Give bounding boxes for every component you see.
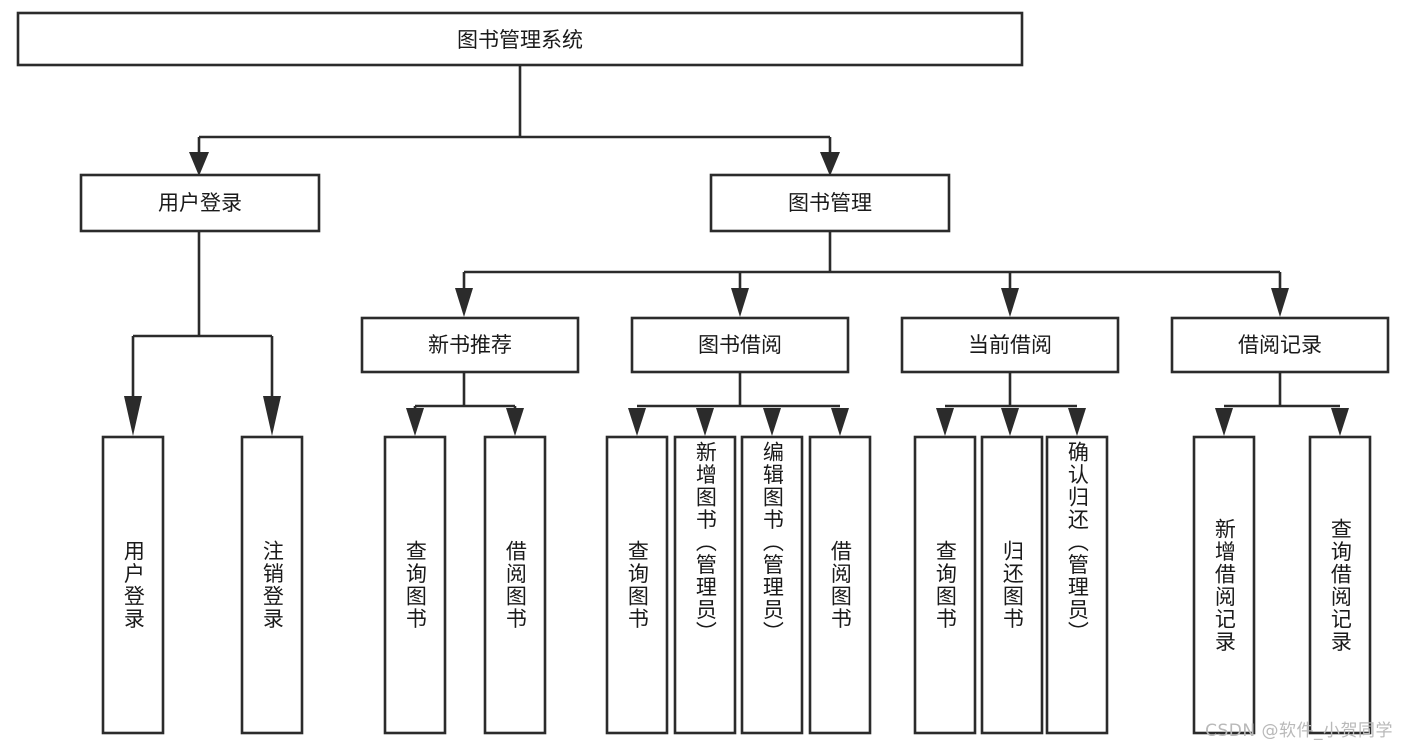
arrowhead-leaf-user-login bbox=[124, 396, 142, 436]
leaf-box-edit-book[interactable] bbox=[740, 435, 804, 735]
node-borrow-record-label: 借阅记录 bbox=[1238, 333, 1322, 357]
node-book-borrow-box[interactable] bbox=[630, 316, 850, 374]
node-user-login[interactable]: 用户登录 bbox=[79, 173, 321, 233]
arrowhead-leaf-query-book-2 bbox=[628, 408, 646, 436]
arrowhead-leaf-query-record bbox=[1331, 408, 1349, 436]
node-book-manage-box[interactable] bbox=[709, 173, 951, 233]
leaf-box-add-book[interactable] bbox=[673, 435, 737, 735]
node-user-login-box[interactable] bbox=[79, 173, 321, 233]
node-root[interactable]: 图书管理系统 bbox=[16, 11, 1024, 67]
leaf-box-query-book-2[interactable] bbox=[605, 435, 669, 735]
leaf-boxes bbox=[101, 435, 1372, 735]
leaf-box-logout[interactable] bbox=[240, 435, 304, 735]
arrowhead-leaf-return-book bbox=[1001, 408, 1019, 436]
arrowhead-leaf-edit-book bbox=[763, 408, 781, 436]
node-new-book-recommend-box[interactable] bbox=[360, 316, 580, 374]
connector-group-book-borrow bbox=[628, 372, 849, 436]
arrowhead-new-book-recommend bbox=[455, 288, 473, 317]
connector-group-book-manage bbox=[455, 231, 1289, 317]
arrowhead-book-manage bbox=[820, 152, 840, 176]
connector-group-borrow-record bbox=[1215, 372, 1349, 436]
arrowhead-leaf-borrow-book-2 bbox=[831, 408, 849, 436]
leaf-box-query-book-3[interactable] bbox=[913, 435, 977, 735]
node-borrow-record[interactable]: 借阅记录 bbox=[1170, 316, 1390, 374]
node-book-borrow-label: 图书借阅 bbox=[698, 333, 782, 357]
arrowhead-leaf-query-book-1 bbox=[406, 408, 424, 436]
connector-group-user-login bbox=[124, 231, 281, 436]
arrowhead-user-login bbox=[189, 152, 209, 176]
connector-group-root bbox=[189, 65, 840, 176]
node-user-login-label: 用户登录 bbox=[158, 191, 242, 215]
connector-group-new-book-recommend bbox=[406, 372, 524, 436]
node-new-book-recommend[interactable]: 新书推荐 bbox=[360, 316, 580, 374]
arrowhead-current-borrow bbox=[1001, 288, 1019, 317]
leaf-box-return-book[interactable] bbox=[980, 435, 1044, 735]
arrowhead-leaf-borrow-book-1 bbox=[506, 408, 524, 436]
leaf-box-borrow-book-1[interactable] bbox=[483, 435, 547, 735]
leaf-box-borrow-book-2[interactable] bbox=[808, 435, 872, 735]
node-root-box[interactable] bbox=[16, 11, 1024, 67]
connector-group-current-borrow bbox=[936, 372, 1086, 436]
leaf-box-query-record[interactable] bbox=[1308, 435, 1372, 735]
arrowhead-leaf-query-book-3 bbox=[936, 408, 954, 436]
arrowhead-borrow-record bbox=[1271, 288, 1289, 317]
arrowhead-leaf-confirm-return bbox=[1068, 408, 1086, 436]
leaf-box-user-login[interactable] bbox=[101, 435, 165, 735]
leaf-box-add-record[interactable] bbox=[1192, 435, 1256, 735]
node-root-label: 图书管理系统 bbox=[457, 28, 583, 52]
node-current-borrow-box[interactable] bbox=[900, 316, 1120, 374]
arrowhead-leaf-add-book bbox=[696, 408, 714, 436]
node-book-borrow[interactable]: 图书借阅 bbox=[630, 316, 850, 374]
node-book-manage[interactable]: 图书管理 bbox=[709, 173, 951, 233]
node-current-borrow-label: 当前借阅 bbox=[968, 333, 1052, 357]
watermark-text: CSDN @软件_小贺同学 bbox=[1205, 721, 1393, 741]
arrowhead-leaf-add-record bbox=[1215, 408, 1233, 436]
leaf-box-query-book-1[interactable] bbox=[383, 435, 447, 735]
arrowhead-book-borrow bbox=[731, 288, 749, 317]
node-book-manage-label: 图书管理 bbox=[788, 191, 872, 215]
node-new-book-recommend-label: 新书推荐 bbox=[428, 333, 512, 357]
leaf-box-confirm-return[interactable] bbox=[1045, 435, 1109, 735]
node-current-borrow[interactable]: 当前借阅 bbox=[900, 316, 1120, 374]
node-borrow-record-box[interactable] bbox=[1170, 316, 1390, 374]
arrowhead-leaf-logout bbox=[263, 396, 281, 436]
